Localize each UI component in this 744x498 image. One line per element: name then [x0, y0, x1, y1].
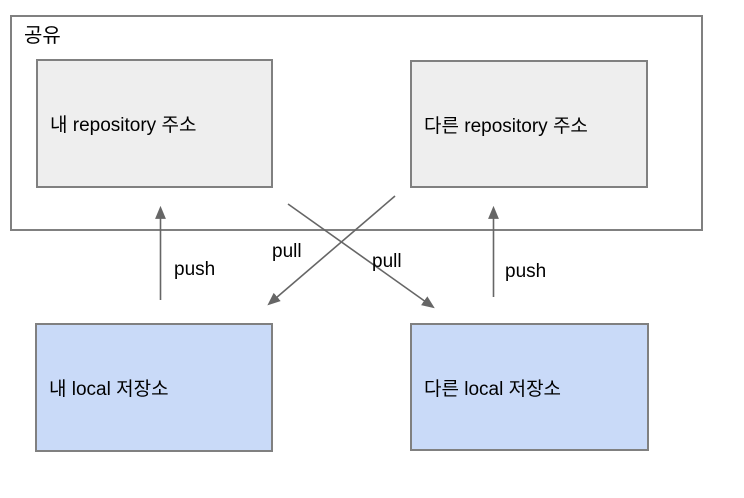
other-local-repo-label: 다른 local 저장소	[424, 378, 562, 400]
other-local-repo-box: 다른 local 저장소	[410, 323, 649, 451]
other-repository-label: 다른 repository 주소	[424, 115, 588, 137]
my-repository-box: 내 repository 주소	[36, 59, 273, 188]
push-left-label: push	[174, 259, 216, 280]
pull-right-label: pull	[372, 251, 402, 272]
shared-group-label: 공유	[24, 25, 61, 47]
my-local-repo-box: 내 local 저장소	[35, 323, 273, 452]
my-repository-label: 내 repository 주소	[50, 115, 197, 136]
push-right-label: push	[505, 261, 547, 282]
pull-left-label: pull	[272, 241, 302, 262]
other-repository-box: 다른 repository 주소	[410, 60, 648, 188]
my-local-repo-label: 내 local 저장소	[49, 379, 169, 400]
